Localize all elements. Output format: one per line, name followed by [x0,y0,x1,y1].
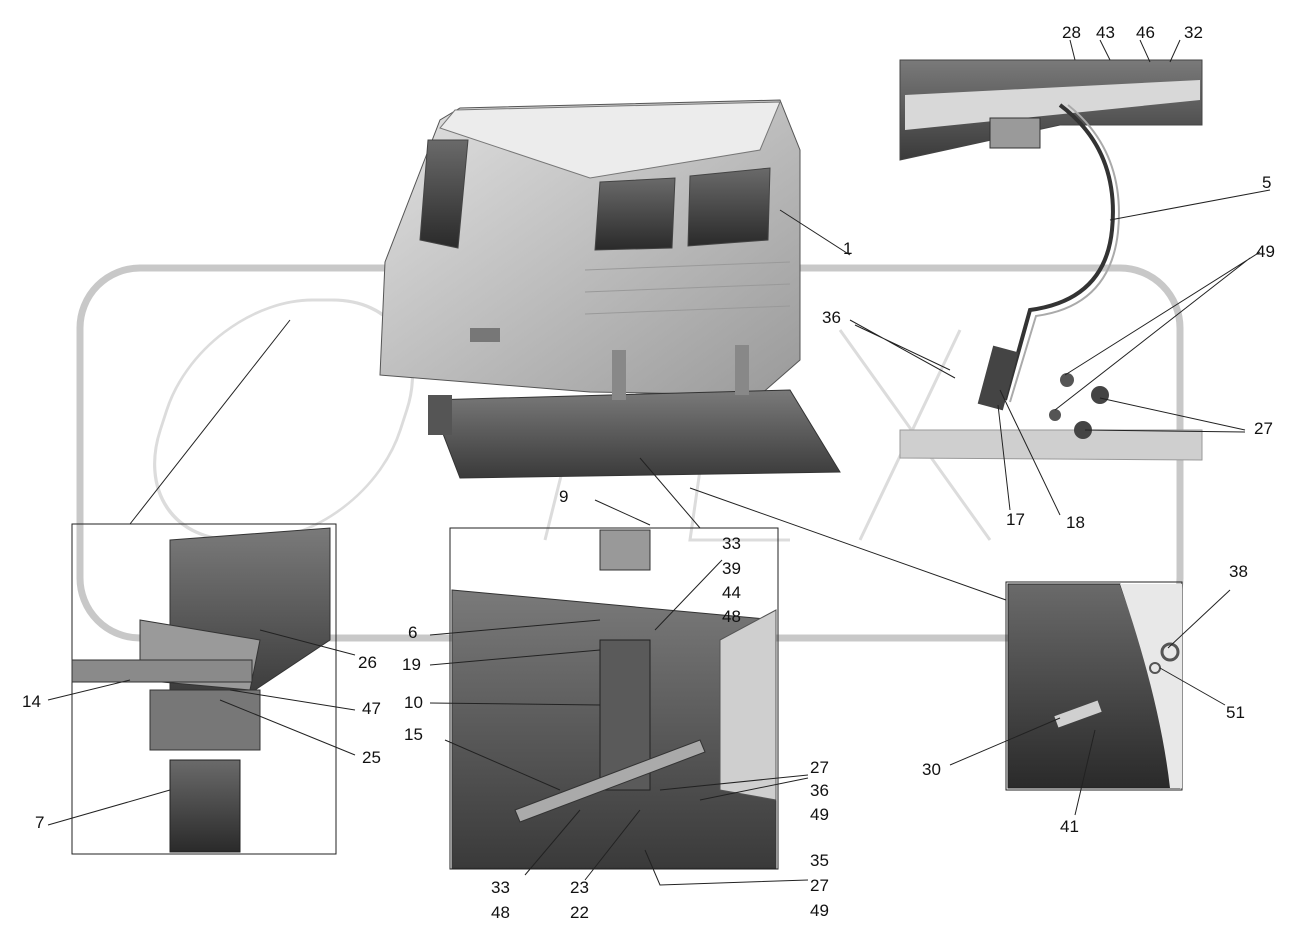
cab [379,99,801,396]
callout-15: 15 [404,725,423,744]
callout-47: 47 [362,699,381,718]
callout-18: 18 [1066,513,1085,532]
callout-48-bottom: 48 [491,903,510,922]
callout-27-top: 27 [1254,419,1273,438]
callout-17: 17 [1006,510,1025,529]
callout-51: 51 [1226,703,1245,722]
callout-36-top: 36 [822,308,841,327]
inset-left [71,523,337,855]
callout-28: 28 [1062,23,1081,42]
callout-38: 38 [1229,562,1248,581]
callout-9: 9 [559,487,568,506]
callout-49-bottom: 49 [810,901,829,920]
chassis-frame [428,345,841,479]
callout-30: 30 [922,760,941,779]
callout-39: 39 [722,559,741,578]
callout-32: 32 [1184,23,1203,42]
callout-23: 23 [570,878,589,897]
callout-1: 1 [843,239,852,258]
callout-5: 5 [1262,173,1271,192]
leader-lines [47,39,1271,886]
hose-inset [899,59,1203,461]
callout-25: 25 [362,748,381,767]
callout-labels: 28 43 46 32 5 1 49 36 27 17 18 9 33 39 4… [22,23,1275,922]
inset-center [449,527,779,870]
callout-7: 7 [35,813,44,832]
inset-right [1005,581,1183,791]
callout-41: 41 [1060,817,1079,836]
callout-43: 43 [1096,23,1115,42]
callout-27-mid: 27 [810,758,829,777]
callout-48-top: 48 [722,607,741,626]
callout-10: 10 [404,693,423,712]
callout-33-bottom: 33 [491,878,510,897]
callout-14: 14 [22,692,41,711]
callout-35: 35 [810,851,829,870]
callout-46: 46 [1136,23,1155,42]
callout-26: 26 [358,653,377,672]
callout-22: 22 [570,903,589,922]
callout-33-top: 33 [722,534,741,553]
callout-49-top: 49 [1256,242,1275,261]
callout-44: 44 [722,583,741,602]
callout-49-mid: 49 [810,805,829,824]
callout-6: 6 [408,623,417,642]
callout-27-bottom: 27 [810,876,829,895]
callout-36-mid: 36 [810,781,829,800]
callout-19: 19 [402,655,421,674]
